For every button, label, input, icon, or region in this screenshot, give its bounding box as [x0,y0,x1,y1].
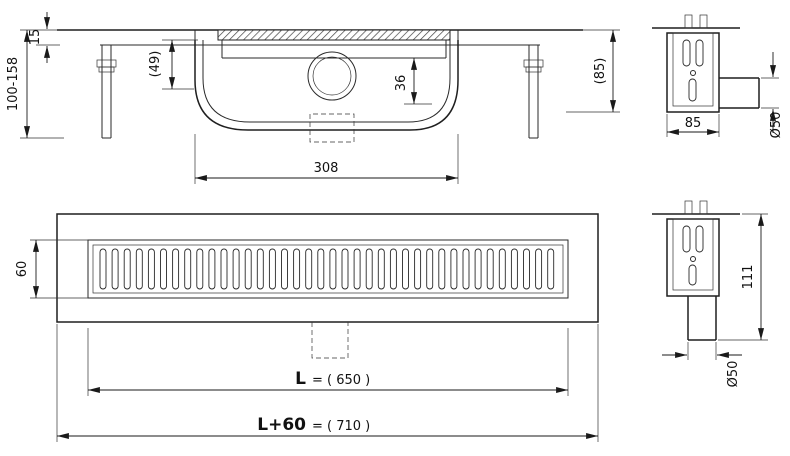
dim-end-body-width: 85 [685,116,702,131]
section-view: 100-158 15 (49) 36 308 (85) [6,12,620,184]
dim-bottom-pipe-diameter: Ø50 [726,361,741,388]
hidden-outlet [309,113,355,143]
dim-total-symbol: L+60 [257,415,306,435]
adjustment-screw-icon [523,59,544,68]
dim-flange-height: 15 [28,29,43,46]
siphon-outer [307,51,357,101]
outlet-hidden [311,322,349,359]
dim-installation-height: 100-158 [6,57,21,111]
left-support-wall [96,45,117,139]
adjustment-screw-icon [96,59,117,68]
dim-total-height: 111 [741,265,756,290]
plan-dimensions: 60 L = ( 650 ) L+60 = ( 710 ) [15,239,599,442]
right-support-wall [523,45,544,139]
leveling-screws-icon [684,14,708,29]
dim-side-pipe-diameter: Ø50 [769,112,784,139]
section-dimensions: 100-158 15 (49) 36 308 (85) [6,12,620,184]
channel-body-section [194,29,459,143]
end-top-dimensions: 85 Ø50 [666,52,784,139]
plan-grate-slots [99,248,555,290]
end-bottom-dimensions: 111 Ø50 [662,213,768,388]
siphon-inner [312,56,352,96]
grate-section-hatch [217,29,451,41]
end-view-side-outlet: 85 Ø50 [652,14,784,139]
dim-length-symbol: L [295,369,306,389]
side-outlet-pipe [719,77,760,109]
end-view-bottom-outlet: 111 Ø50 [652,200,768,388]
dim-total-value: = ( 710 ) [312,419,370,434]
leveling-screws-icon [684,200,708,215]
dim-body-depth: (49) [148,51,163,78]
bottom-outlet-pipe [687,296,717,341]
dim-body-length: 308 [314,161,339,176]
plan-view: 60 L = ( 650 ) L+60 = ( 710 ) [15,213,599,442]
dim-length-value: = ( 650 ) [312,373,370,388]
dim-outlet-offset: 36 [394,75,409,92]
dim-end-height: (85) [593,58,608,85]
dim-grate-width: 60 [15,261,30,278]
